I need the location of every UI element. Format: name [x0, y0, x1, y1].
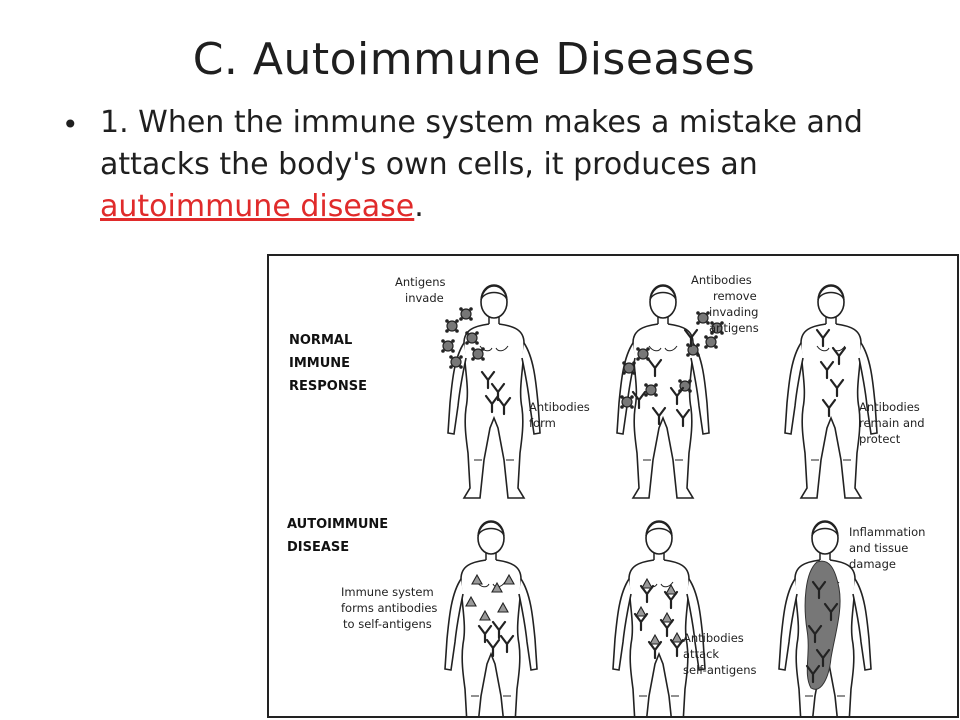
normal-response-heading-1: NORMAL	[289, 333, 352, 348]
caption-antibodies-attack-2: attack	[683, 647, 719, 661]
bullet-text: 1. When the immune system makes a mistak…	[100, 102, 940, 228]
figure-self-antigens	[444, 520, 538, 716]
immune-response-diagram: NORMAL IMMUNE RESPONSE AUTOIMMUNE DISEAS…	[287, 273, 925, 716]
figure-inflammation	[778, 520, 872, 716]
caption-inflammation-1: Inflammation	[849, 525, 925, 539]
caption-immune-system-2: forms antibodies	[341, 601, 437, 615]
figure-antigens-invade	[440, 284, 541, 499]
figure-antibodies-attack	[612, 520, 706, 716]
caption-antibodies-form-2: form	[529, 416, 556, 430]
normal-response-heading-2: IMMUNE	[289, 356, 350, 371]
caption-antibodies-remove-1: Antibodies	[691, 273, 752, 287]
caption-antibodies-remove-4: antigens	[709, 321, 759, 335]
autoimmune-heading-1: AUTOIMMUNE	[287, 517, 388, 532]
caption-inflammation-2: and tissue	[849, 541, 908, 555]
caption-antibodies-remain-3: protect	[859, 432, 901, 446]
autoimmune-heading-2: DISEASE	[287, 540, 349, 555]
caption-antibodies-attack-3: self-antigens	[683, 663, 757, 677]
caption-antibodies-remain-2: remain and	[859, 416, 925, 430]
autoimmune-disease-link[interactable]: autoimmune disease	[100, 189, 415, 224]
caption-antibodies-remove-3: invading	[709, 305, 758, 319]
caption-inflammation-3: damage	[849, 557, 896, 571]
bullet-text-before: 1. When the immune system makes a mistak…	[100, 105, 863, 182]
caption-antibodies-form-1: Antibodies	[529, 400, 590, 414]
caption-antibodies-attack-1: Antibodies	[683, 631, 744, 645]
bullet-marker: •	[62, 108, 79, 141]
caption-antibodies-remove-2: remove	[713, 289, 757, 303]
caption-antigens-invade-2: invade	[405, 291, 444, 305]
immune-response-figure: NORMAL IMMUNE RESPONSE AUTOIMMUNE DISEAS…	[267, 254, 959, 718]
bullet-text-after: .	[414, 189, 424, 224]
caption-antibodies-remain-1: Antibodies	[859, 400, 920, 414]
caption-immune-system-3: to self-antigens	[343, 617, 432, 631]
figure-antibodies-remain	[784, 284, 878, 499]
caption-antigens-invade-1: Antigens	[395, 275, 446, 289]
normal-response-heading-3: RESPONSE	[289, 379, 367, 394]
figure-antibodies-remove	[616, 284, 725, 499]
slide-title: C. Autoimmune Diseases	[192, 34, 756, 85]
caption-immune-system-1: Immune system	[341, 585, 434, 599]
